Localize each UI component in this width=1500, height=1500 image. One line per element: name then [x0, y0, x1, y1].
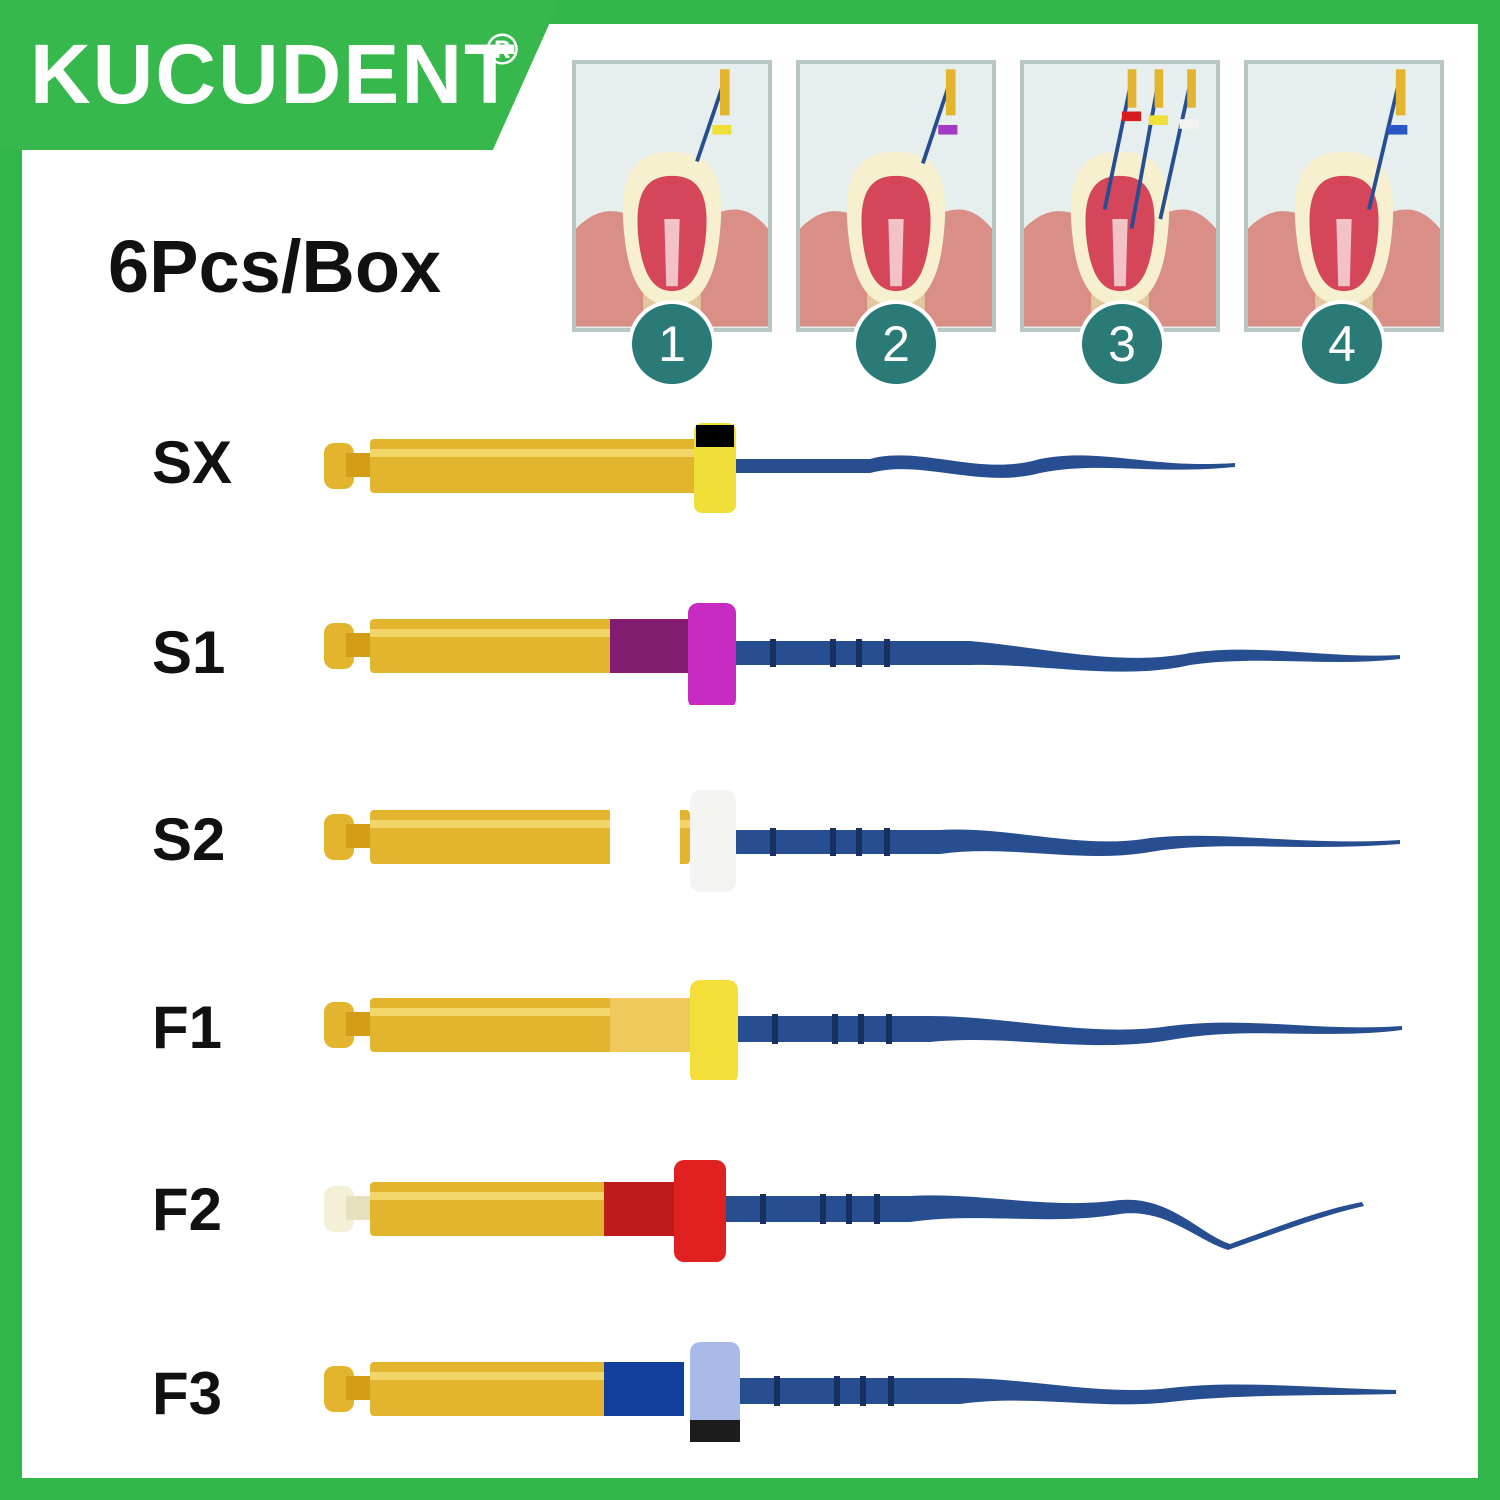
endodontic-file-f3 — [324, 1342, 1396, 1442]
step-4-badge: 4 — [1298, 300, 1386, 388]
file-label: F2 — [152, 1176, 223, 1243]
green-frame-left — [0, 0, 22, 1500]
file-label: S2 — [152, 806, 226, 873]
file-row-f1: F1 — [0, 970, 1500, 1080]
step-3-card — [1020, 60, 1220, 332]
green-frame-right — [1478, 0, 1500, 1500]
file-row-s2: S2 — [0, 782, 1500, 892]
registered-mark: ® — [486, 25, 519, 74]
file-label: F1 — [152, 994, 223, 1061]
endodontic-file-s1 — [324, 603, 1400, 705]
endodontic-file-f1 — [324, 980, 1402, 1080]
endodontic-file-f2 — [324, 1160, 1364, 1262]
step-1-badge: 1 — [628, 300, 716, 388]
file-row-s1: S1 — [0, 595, 1500, 705]
step-4-card — [1244, 60, 1444, 332]
tooth-illustration-3 — [1024, 65, 1216, 327]
tooth-illustration-4 — [1248, 65, 1440, 327]
step-2-card — [796, 60, 996, 332]
file-label: S1 — [152, 619, 226, 686]
step-1-card — [572, 60, 772, 332]
green-frame-bottom — [0, 1478, 1500, 1500]
endodontic-file-sx — [324, 423, 1235, 513]
step-3-badge: 3 — [1078, 300, 1166, 388]
file-row-f3: F3 — [0, 1336, 1500, 1446]
tooth-illustration-1 — [576, 65, 768, 327]
file-row-sx: SX — [0, 405, 1500, 515]
file-label: F3 — [152, 1360, 223, 1427]
tooth-illustration-2 — [800, 65, 992, 327]
file-row-f2: F2 — [0, 1152, 1500, 1262]
file-label: SX — [152, 429, 233, 496]
step-2-badge: 2 — [852, 300, 940, 388]
brand-logo: KUCUDENT — [30, 27, 518, 121]
endodontic-file-s2 — [324, 790, 1400, 892]
pack-label: 6Pcs/Box — [108, 225, 442, 308]
brand-tab — [0, 0, 560, 150]
